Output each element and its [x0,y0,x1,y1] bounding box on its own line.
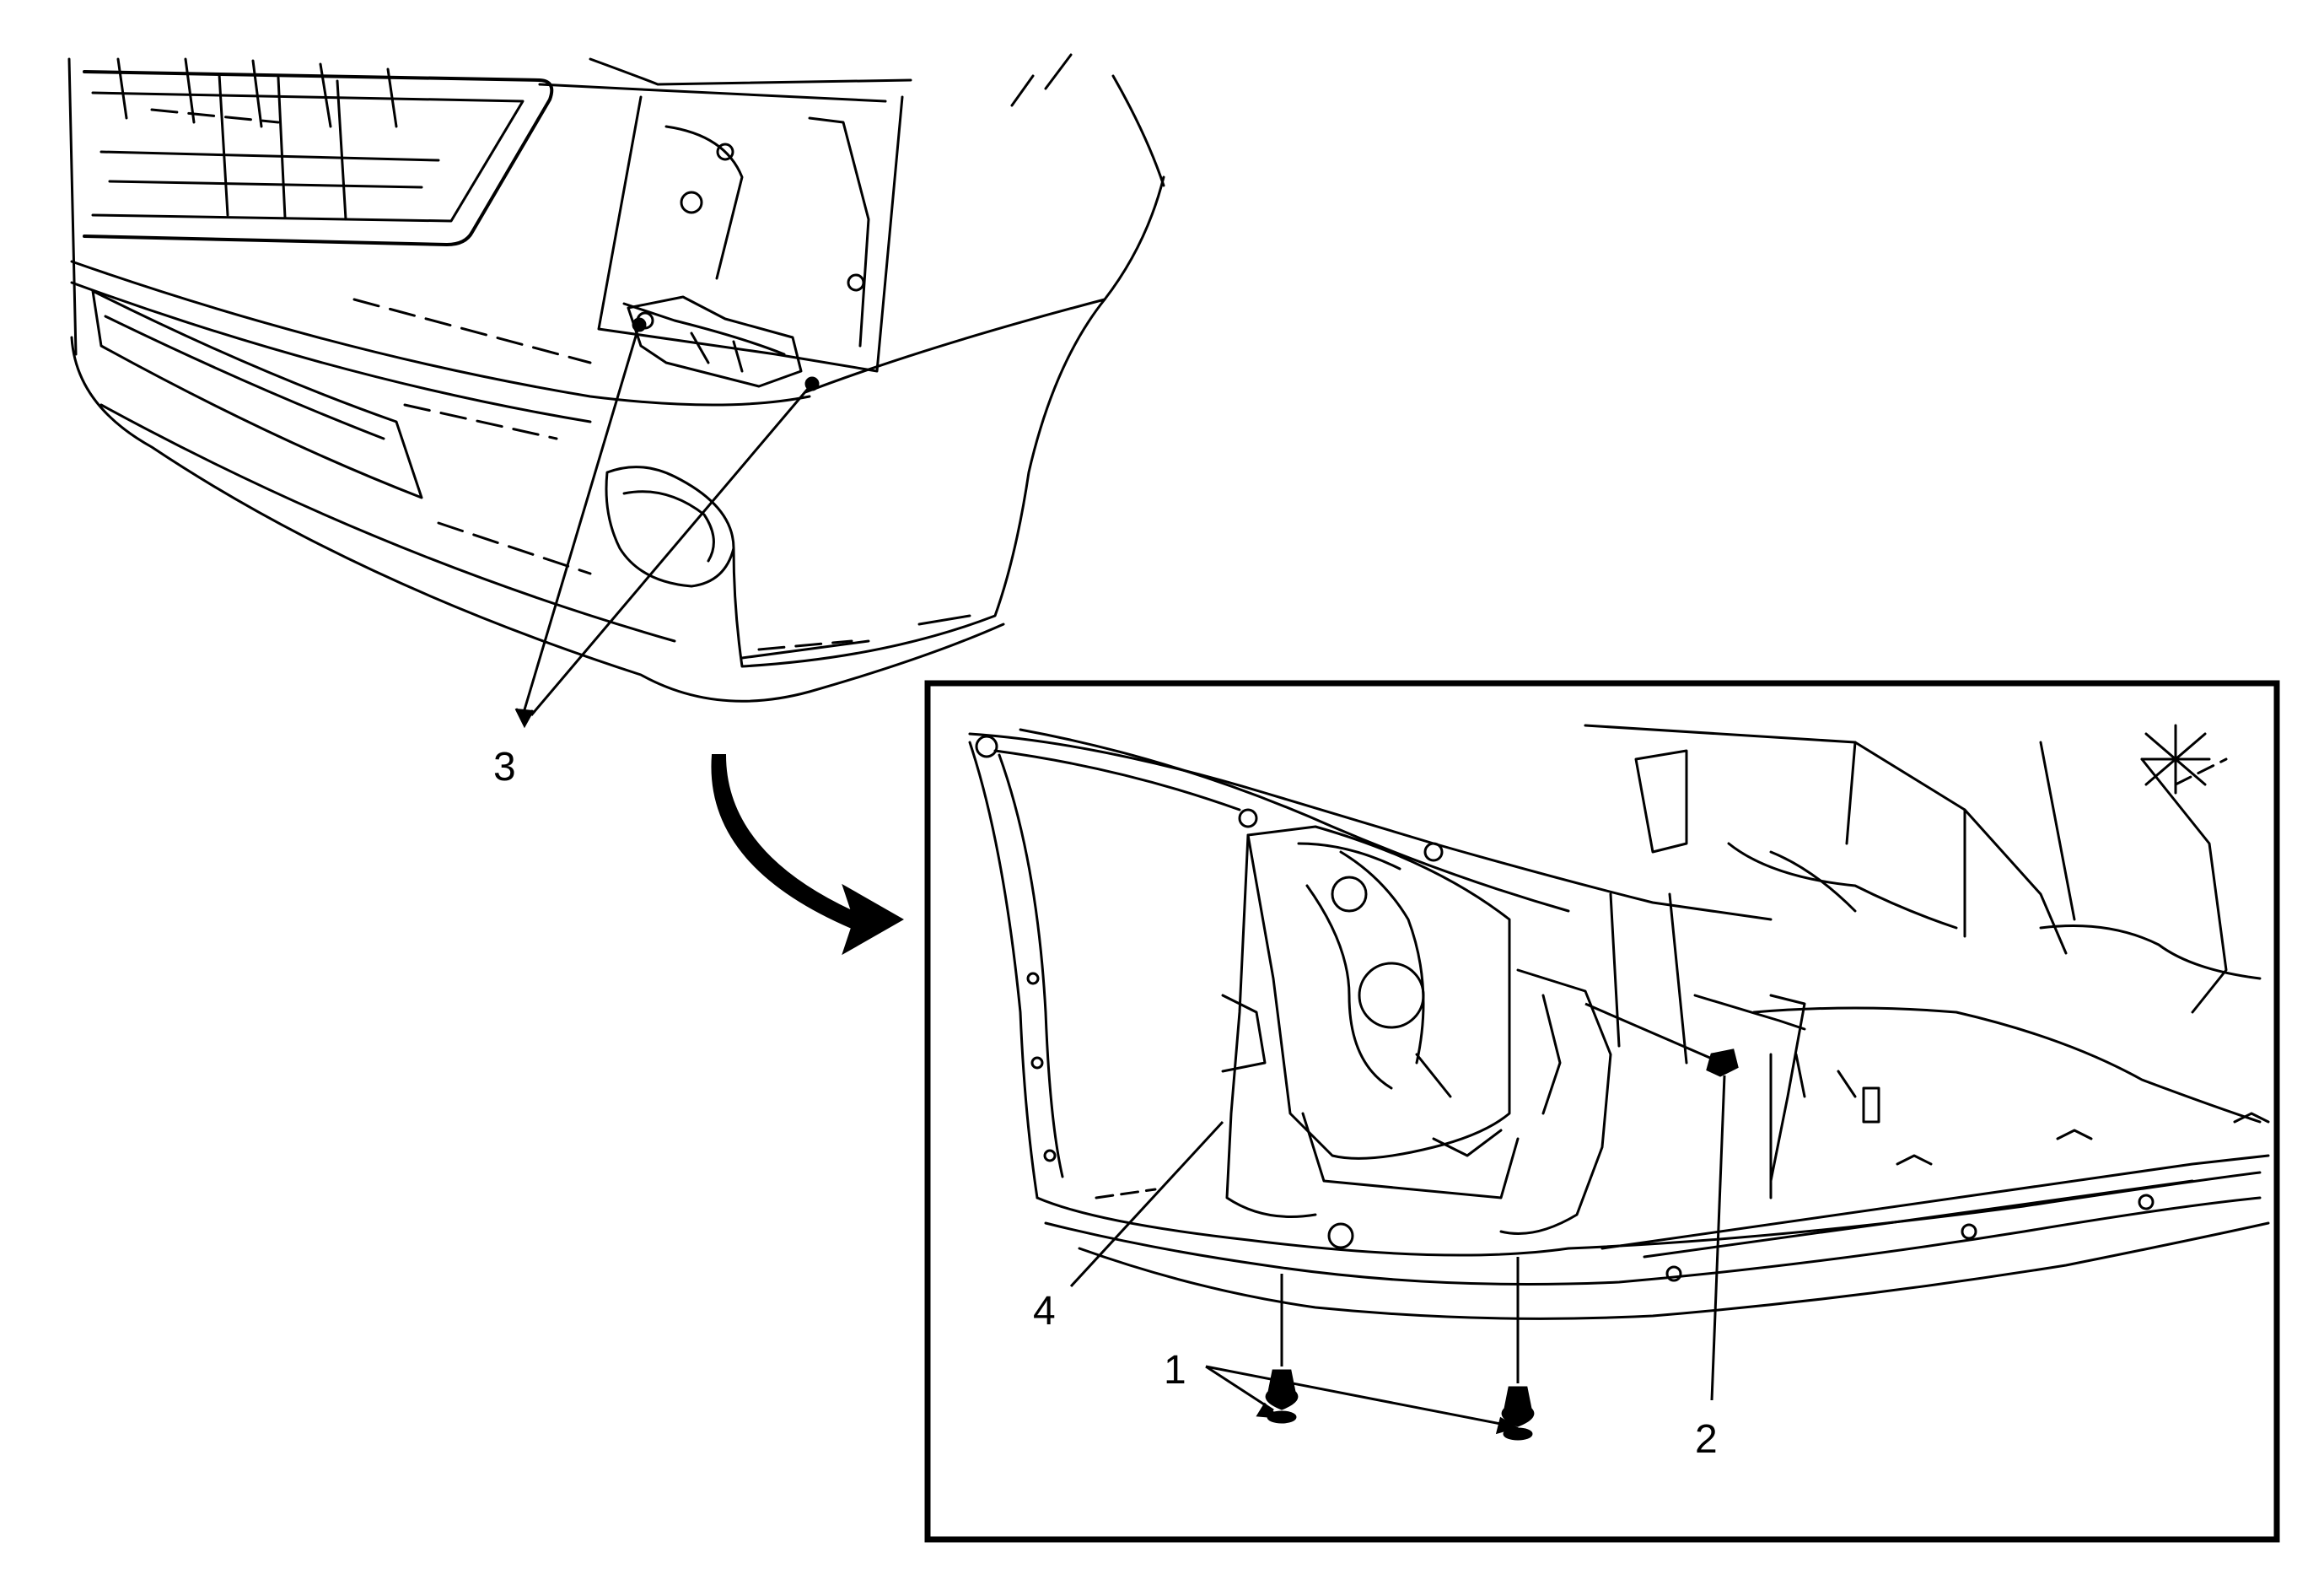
bolt-fastener [1584,1002,1739,1401]
detail-arrow-icon [711,754,905,956]
detail-view-illustration [968,724,2270,1320]
detail-view-frame [924,680,2280,1543]
detail-callout-leaders [1069,1120,1519,1435]
bumper-overview-illustration [67,53,1165,703]
callout-4-label: 4 [1033,1289,1056,1334]
callout-1-label: 1 [1164,1348,1186,1393]
callout-3-label: 3 [493,745,516,790]
callout-2-label: 2 [1695,1417,1718,1462]
callout-3-leader [514,324,814,729]
